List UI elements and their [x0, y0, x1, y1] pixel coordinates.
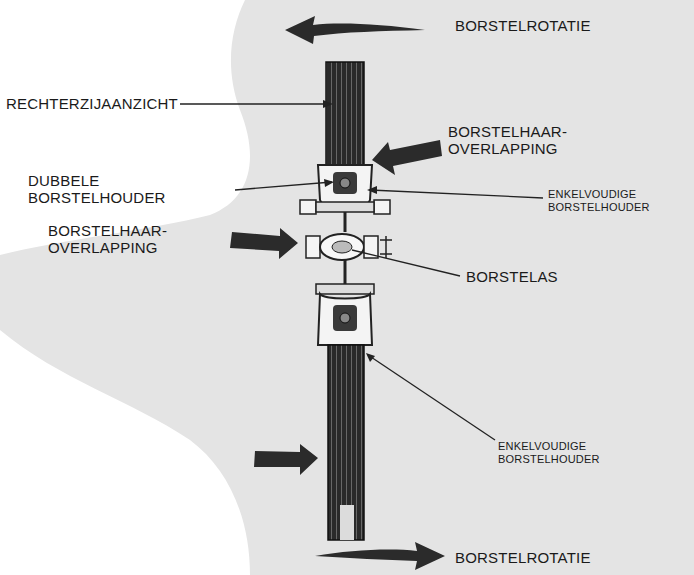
leader-head: [323, 100, 333, 108]
holder-clamp: [333, 172, 357, 194]
shaft-collar: [306, 236, 320, 258]
bristle-tip: [340, 505, 354, 540]
leader-head: [367, 186, 377, 194]
part-label: DUBBELE BORSTELHOUDER: [28, 172, 238, 207]
bristles: [328, 345, 364, 540]
leader-head: [366, 353, 375, 362]
shaft-hub: [332, 241, 352, 253]
rotation-arrow: [315, 542, 445, 570]
bristle-edge: [328, 345, 364, 540]
background-shape: [0, 0, 230, 110]
leader-heads: [323, 100, 377, 362]
rotation-arrow: [285, 16, 425, 44]
leader-line: [180, 103, 330, 104]
overlap-arrow: [254, 444, 318, 475]
leader-line: [235, 182, 332, 190]
part-label: BORSTELAS: [466, 268, 586, 285]
holder-stem: [344, 212, 347, 232]
leader-head: [324, 179, 334, 187]
part-label: ENKELVOUDIGE BORSTELHOUDER: [548, 188, 678, 213]
holder-clamp: [333, 305, 357, 331]
shaft-end: [380, 236, 392, 258]
bristles: [326, 62, 364, 167]
leader-line: [368, 355, 495, 440]
part-label: RECHTERZIJAANZICHT: [6, 95, 178, 112]
bristle-edge: [326, 62, 364, 167]
part-label: BORSTELROTATIE: [455, 17, 655, 34]
holder-plate: [316, 202, 374, 212]
holder-nut: [300, 200, 316, 214]
holder-plate: [316, 284, 374, 294]
holder-stem: [344, 260, 347, 284]
leader-line: [352, 250, 460, 276]
holder-nut: [374, 200, 390, 214]
part-label: BORSTELHAAR- OVERLAPPING: [48, 222, 188, 257]
holder-bolt: [340, 178, 350, 188]
holder-bolt: [340, 313, 350, 323]
part-label: ENKELVOUDIGE BORSTELHOUDER: [498, 440, 628, 465]
brush-shaft: [320, 234, 364, 260]
single-brush-holder: [318, 294, 372, 345]
part-label: BORSTELHAAR- OVERLAPPING: [448, 123, 588, 158]
part-label: BORSTELROTATIE: [455, 549, 655, 566]
overlap-arrow: [372, 140, 442, 175]
leader-line: [370, 190, 543, 198]
overlap-arrow: [230, 228, 298, 259]
